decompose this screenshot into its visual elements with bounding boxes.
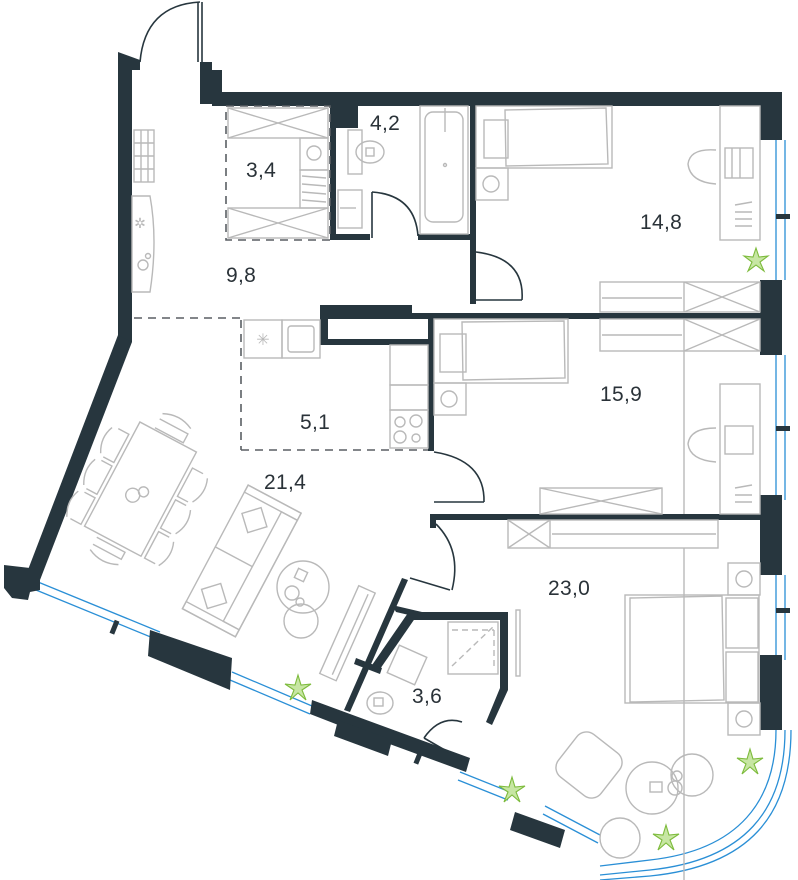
room-area-shower-room: 3,6 <box>412 685 443 708</box>
svg-text:✳: ✳ <box>256 332 269 349</box>
entry-door <box>139 1 203 63</box>
room-area-bathroom: 4,2 <box>370 112 401 135</box>
room-area-entrance-hall: 9,8 <box>226 264 257 287</box>
interior-doors <box>371 191 523 761</box>
walls <box>4 52 790 848</box>
room-area-bedroom-2: 15,9 <box>600 383 643 406</box>
svg-text:✲: ✲ <box>134 215 146 231</box>
furniture: ✲ <box>66 105 761 880</box>
window-glazing <box>35 140 792 880</box>
room-area-living-room: 21,4 <box>264 471 307 494</box>
plants <box>284 246 770 851</box>
room-area-master-bedroom: 23,0 <box>548 577 591 600</box>
room-area-wardrobe: 3,4 <box>246 159 277 182</box>
room-area-kitchen: 5,1 <box>300 411 331 434</box>
room-area-bedroom-1: 14,8 <box>640 211 683 234</box>
zone-boundaries <box>134 105 428 451</box>
